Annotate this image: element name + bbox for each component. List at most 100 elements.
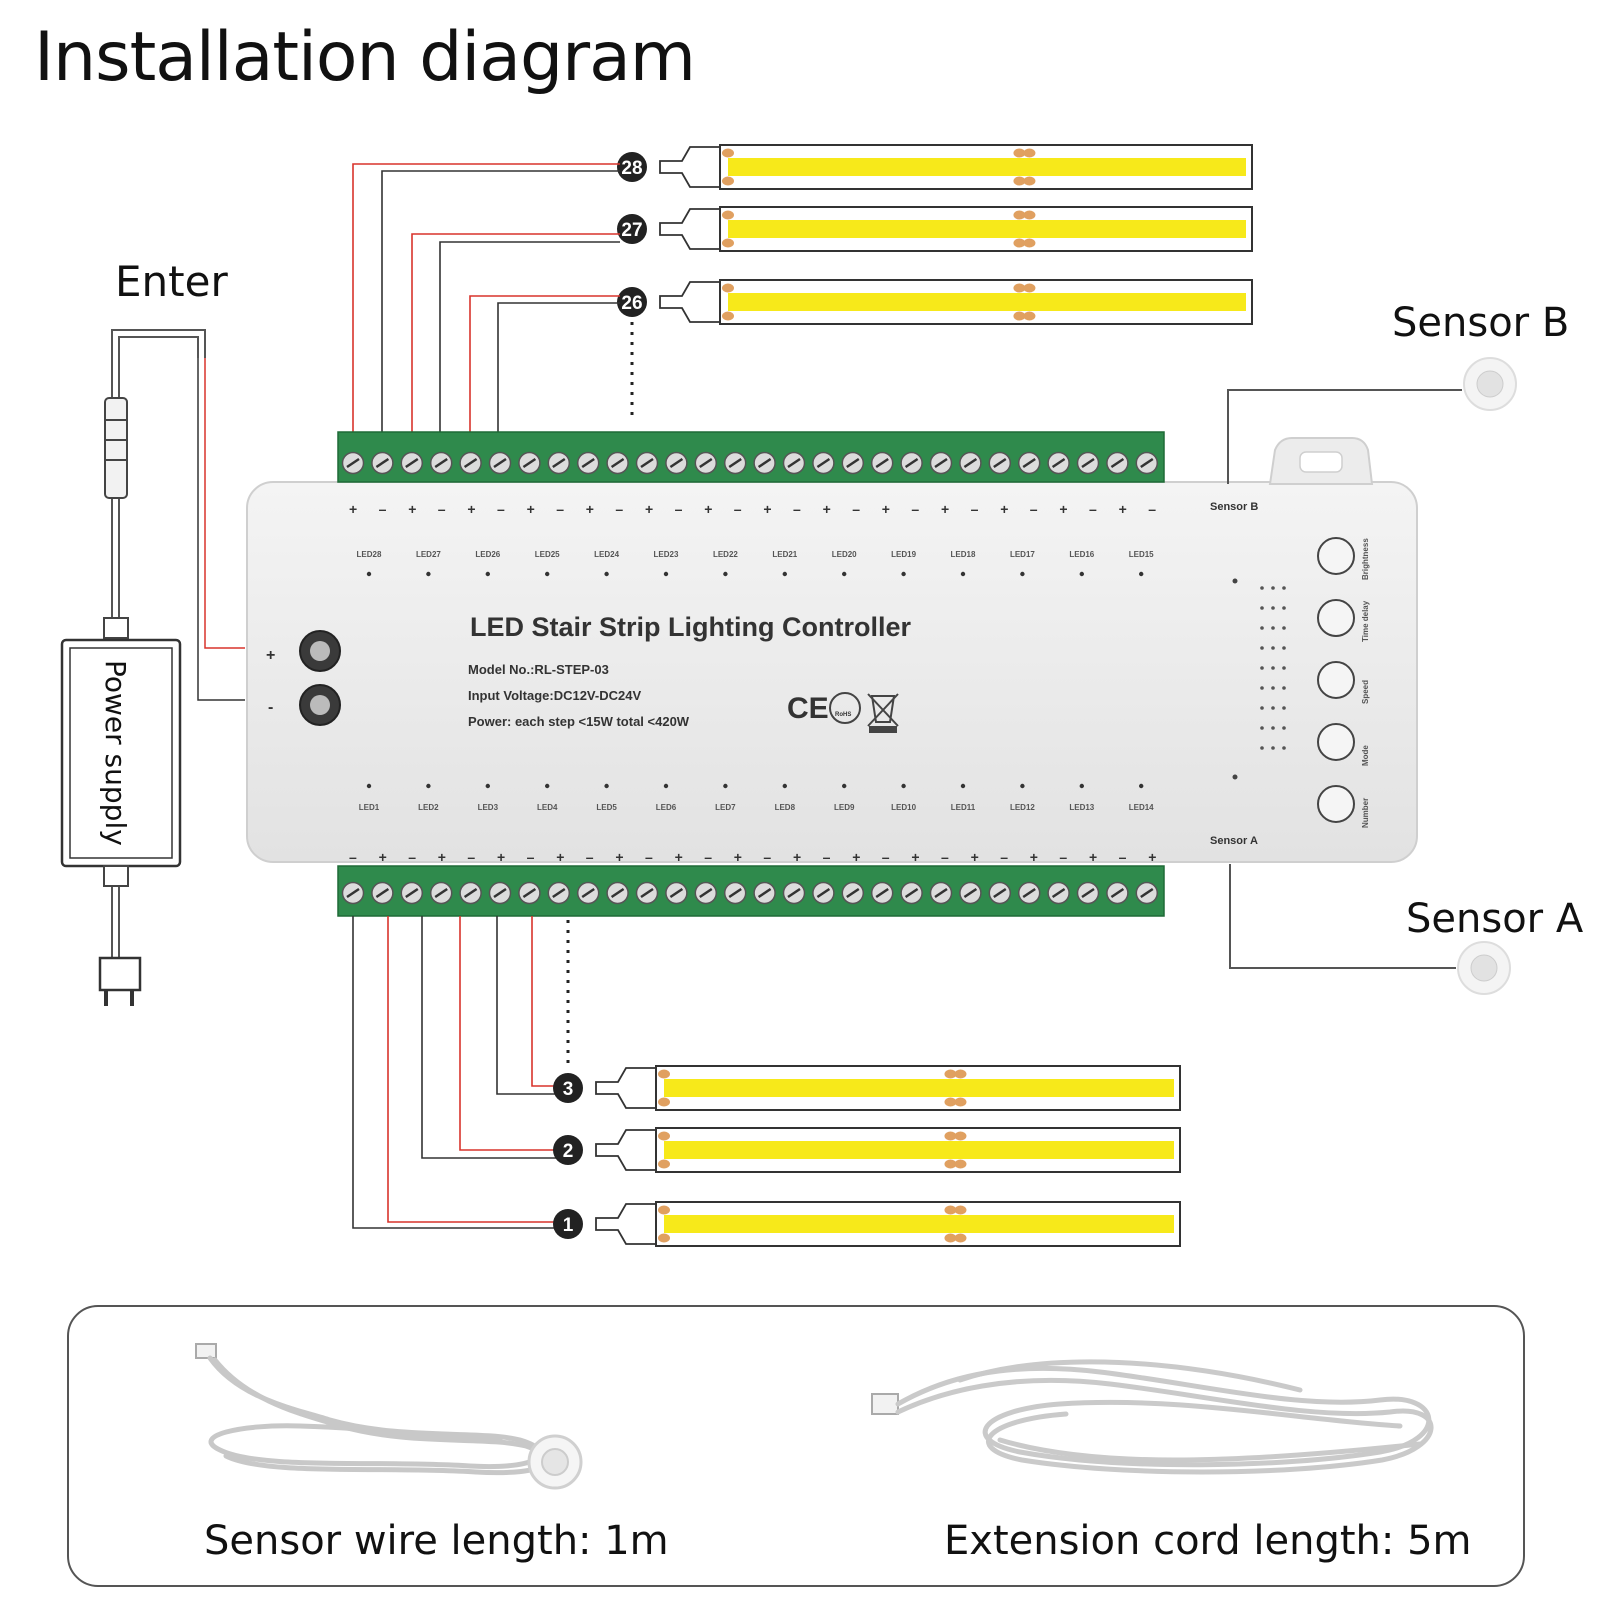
controller-name: LED Stair Strip Lighting Controller [470,612,911,642]
minus-sign: – [1059,849,1067,865]
led-strip: 28 [617,144,1253,190]
sensor-a-port-label: Sensor A [1210,835,1258,847]
led-channel-label: LED12 [1010,803,1035,812]
plus-sign: + [911,849,919,865]
minus-sign: – [675,501,683,517]
strip-number: 27 [621,220,642,241]
led-channel-label: LED15 [1129,550,1154,559]
top-terminal-screw [371,451,394,475]
bottom-terminal-screw [782,881,806,905]
plus-sign: + [556,849,564,865]
led-channel-dot [723,783,728,789]
led-channel-dot [1020,571,1025,577]
top-terminal-screw [429,451,453,475]
button-label: Brightness [1361,538,1370,580]
led-channel-label: LED9 [834,803,855,812]
minus-sign: – [408,849,416,865]
led-strip: 26 [617,279,1253,325]
button-label: Time delay [1361,600,1370,642]
power-supply-label: Power supply [99,660,132,846]
minus-sign: – [527,849,535,865]
top-terminal-screw [547,451,571,475]
bottom-terminal-screw [694,881,718,905]
led-channel-dot [723,571,728,577]
led-strip: 3 [553,1065,1181,1111]
plus-sign: + [1000,501,1008,517]
led-channel-dot [545,571,550,577]
bottom-terminal-screw [341,881,365,905]
power-cable [111,329,206,958]
top-terminal-screw [459,451,482,475]
top-terminal-screw [723,451,747,475]
bottom-terminal-screw [1017,881,1041,905]
strip-number-badge [617,287,647,317]
top-terminal-screw [488,451,512,475]
led-channel-dot [366,571,372,577]
plus-sign: + [438,849,446,865]
top-terminal-screw [400,451,424,475]
extension-cord-image [871,1359,1434,1475]
plus-sign: + [941,501,949,517]
plus-sign: + [1030,849,1038,865]
led-channel-dot [663,783,669,789]
minus-sign: – [823,849,831,865]
led-channel-label: LED16 [1069,550,1094,559]
led-channel-label: LED3 [478,803,499,812]
led-channel-dot [1139,783,1144,789]
bottom-terminal-screw [576,881,600,905]
speed-button[interactable]: Speed [1317,661,1370,704]
led-channel-dot [782,783,787,789]
led-channel-dot [901,571,906,577]
led-channel-label: LED2 [418,803,439,812]
led-channel-label: LED20 [832,550,857,559]
bottom-terminal-screw [488,881,512,905]
minus-sign: – [941,849,949,865]
sensor-a-cable [1229,864,1456,969]
bottom-terminal-screw [841,881,865,905]
sensor-a-icon [1457,941,1511,995]
top-terminal-screw [782,451,806,475]
page-title: Installation diagram [34,18,696,97]
led-channel-dot [366,783,372,789]
led-channel-label: LED17 [1010,550,1035,559]
minus-sign: – [1119,849,1127,865]
time-delay-button[interactable]: Time delay [1317,599,1370,642]
power-wire-positive [204,358,245,649]
bottom-terminal-screw [1135,881,1159,905]
top-terminal-screw [694,451,718,475]
led-channel-label: LED18 [951,550,976,559]
led-channel-label: LED8 [775,803,796,812]
top-terminal-screw [988,451,1012,475]
number-button[interactable]: Number [1317,785,1370,828]
plus-sign: + [675,849,683,865]
minus-sign: – [1030,501,1038,517]
top-terminal-screw [518,451,541,475]
indicator-leds [1260,586,1286,750]
top-terminal-screw [665,451,688,475]
led-channel-label: LED1 [359,803,380,812]
plus-sign: + [971,849,979,865]
dc-connector [104,397,128,499]
minus-sign: – [734,501,742,517]
minus-sign: – [1148,501,1156,517]
bottom-strip-wires [352,916,562,1229]
led-channel-dot [426,783,431,789]
top-terminal-screw [929,451,953,475]
power-rating: Power: each step <15W total <420W [468,714,690,729]
led-channel-dot [960,571,966,577]
button-label: Number [1361,798,1370,828]
input-voltage: Input Voltage:DC12V-DC24V [468,688,641,703]
bottom-terminal-screw [635,881,659,905]
minus-sign: – [467,849,475,865]
brightness-button[interactable]: Brightness [1317,537,1370,580]
led-channel-dot [426,571,431,577]
sensor-b-icon [1463,357,1517,411]
minus-sign: – [497,501,505,517]
led-channel-label: LED22 [713,550,738,559]
bottom-terminal-screw [900,881,923,905]
led-channel-dot [1139,571,1144,577]
plus-sign: + [379,849,387,865]
mode-button[interactable]: Mode [1317,723,1370,766]
